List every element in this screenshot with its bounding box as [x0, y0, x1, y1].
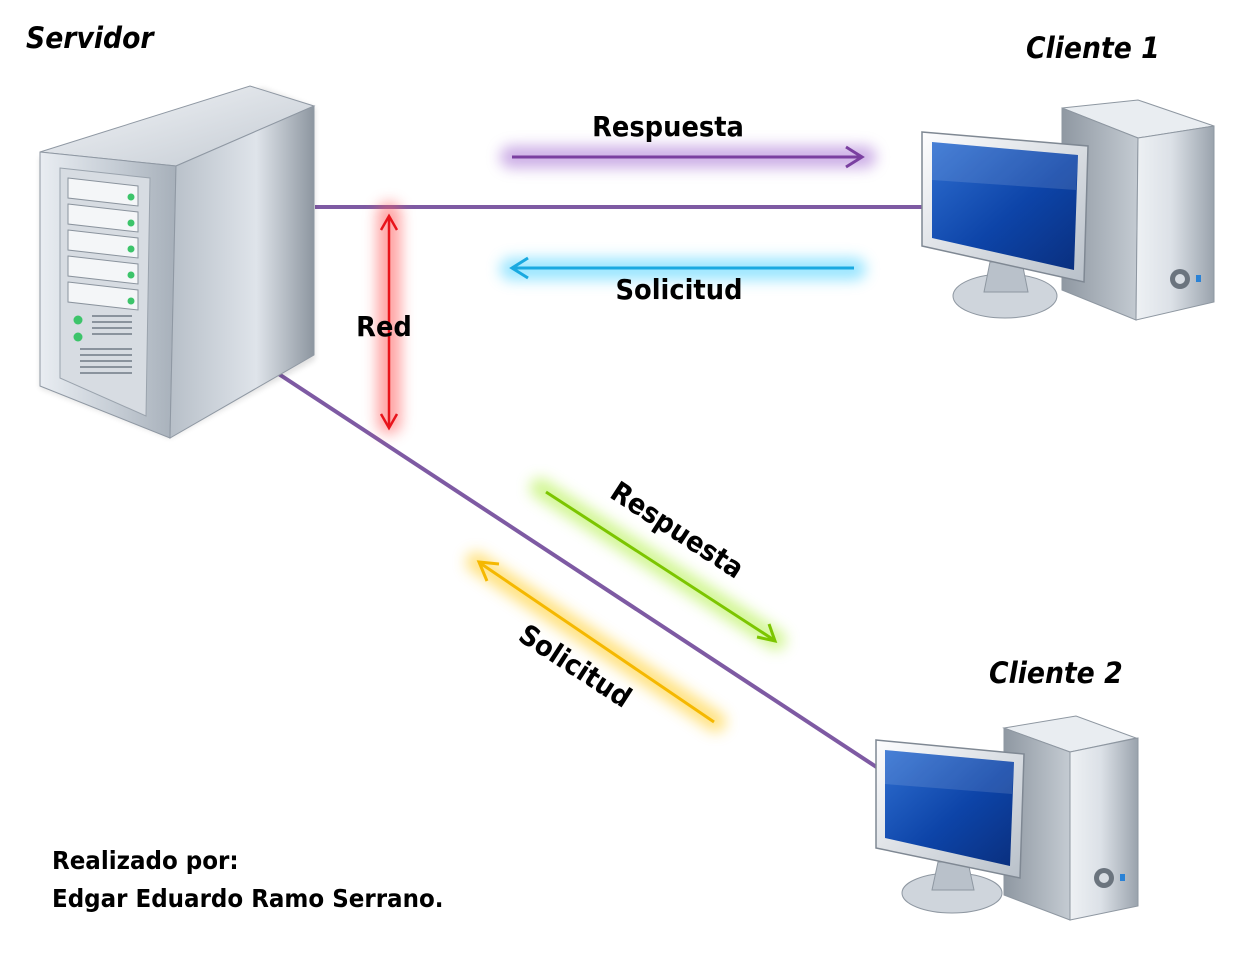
client2-computer-icon: [875, 715, 1139, 921]
client2-request-arrow: [466, 552, 726, 732]
client1-request-arrow: [500, 256, 866, 280]
client2-label: Cliente 2: [989, 656, 1123, 690]
drive-bays: [67, 177, 139, 311]
client1-request-label: Solicitud: [615, 274, 742, 306]
network-double-arrow: [377, 202, 401, 434]
vent-grille: [80, 315, 132, 374]
client1-label: Cliente 1: [1026, 31, 1160, 65]
credits: Realizado por: Edgar Eduardo Ramo Serran…: [52, 842, 443, 918]
connection-lines: [260, 205, 922, 774]
server-icon: [39, 85, 316, 439]
client1-response-label: Respuesta: [592, 111, 744, 143]
client2-response-arrow: [530, 478, 786, 650]
link-server-client2: [260, 361, 886, 774]
server-label: Servidor: [26, 21, 156, 55]
network-label: Red: [356, 311, 412, 343]
client1-response-arrow: [500, 145, 876, 169]
power-leds: [73, 315, 83, 342]
client1-computer-icon: [921, 99, 1215, 321]
credits-line-1: Realizado por:: [52, 846, 239, 875]
credits-line-2: Edgar Eduardo Ramo Serrano.: [52, 884, 444, 913]
